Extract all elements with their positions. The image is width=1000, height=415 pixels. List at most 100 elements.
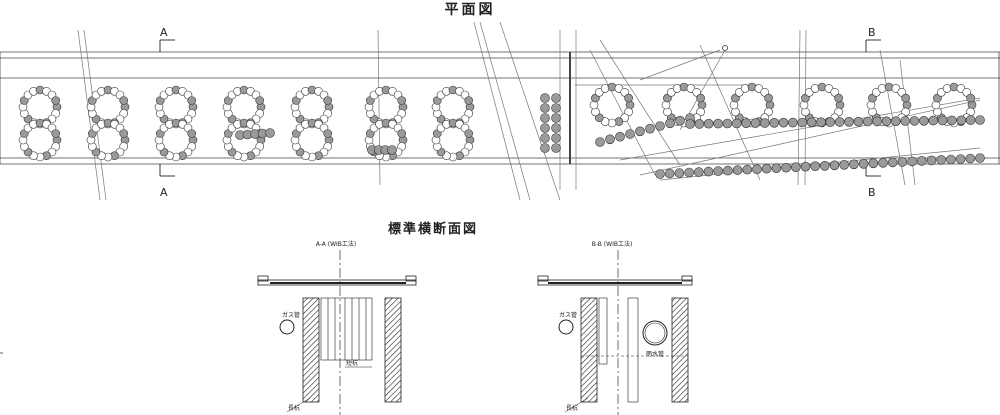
pile-row-lower xyxy=(897,157,908,167)
pile-ring-lower xyxy=(187,129,196,138)
pile-row-lower xyxy=(800,161,811,172)
section-marker-a-top xyxy=(159,39,175,52)
pile-grid xyxy=(551,123,561,133)
soil-wall-right-bb xyxy=(671,297,689,403)
pile-row-horizontal xyxy=(825,117,836,127)
pile-ring-right xyxy=(589,100,599,110)
pile-row-lower xyxy=(878,158,888,168)
plan-title: 平面図 xyxy=(445,2,496,18)
section-title: 標準横断面図 xyxy=(388,221,478,237)
pile-ring-upper xyxy=(323,96,333,105)
pile-row-horizontal xyxy=(722,118,733,129)
grouted-pile-rows xyxy=(235,113,985,179)
pile-row-lower xyxy=(975,153,985,163)
pile-ring-right xyxy=(663,107,672,117)
pile-row-lower xyxy=(907,156,917,167)
pile-grid xyxy=(540,113,550,123)
pile-row-horizontal xyxy=(713,118,723,129)
pile-ring-right xyxy=(810,84,820,93)
pile-ring-right xyxy=(835,100,845,110)
pile-row-lower xyxy=(810,161,821,171)
road-deck-bb xyxy=(537,275,693,286)
pile-row-horizontal xyxy=(788,117,798,128)
pile-ring-right xyxy=(868,107,877,117)
pile-row-horizontal xyxy=(685,119,695,129)
pile-row-diagonal xyxy=(645,123,655,134)
rain-pipe-label-bb: 雨水管 xyxy=(646,350,664,358)
pile-row-lower xyxy=(693,167,704,177)
short-pile-label-aa: 短杭 xyxy=(346,359,358,367)
section-aa-title: A-A (WIB工法) xyxy=(316,240,357,248)
pile-row-horizontal xyxy=(703,118,714,129)
pile-row-horizontal xyxy=(816,117,826,127)
pile-row-horizontal xyxy=(759,118,770,128)
soil-wall-left-aa xyxy=(302,297,320,403)
pile-ring-lower xyxy=(119,129,128,138)
pile-ring-right xyxy=(591,107,600,117)
short-pile-group-aa xyxy=(320,297,373,361)
pile-row-lower xyxy=(771,163,782,173)
pile-ring-right xyxy=(672,84,682,93)
pile-ring-right xyxy=(949,82,959,92)
pile-row-diagonal xyxy=(655,121,665,131)
pile-grid xyxy=(540,103,550,113)
pile-ring-right xyxy=(661,100,671,110)
pile-row-lower xyxy=(926,155,937,166)
pile-ring-right xyxy=(614,117,624,126)
pile-row-horizontal xyxy=(844,117,854,127)
pile-ring-upper xyxy=(51,96,61,105)
pile-row-horizontal xyxy=(750,118,761,128)
pile-ring-right xyxy=(877,84,887,93)
pile-row-diagonal xyxy=(665,118,675,129)
pile-row-lower xyxy=(732,165,743,175)
pile-ring-right xyxy=(866,100,876,110)
pile-ring-right xyxy=(764,93,773,103)
pile-ring-right xyxy=(817,82,827,92)
gas-pipe-label-bb: ガス管 xyxy=(559,311,577,319)
pile-row-lower xyxy=(819,161,830,171)
pile-row-horizontal xyxy=(937,115,948,126)
pile-row-horizontal xyxy=(965,115,976,125)
section-bb-title: B-B (WIB工法) xyxy=(592,240,633,248)
pile-ring-lower xyxy=(323,129,333,138)
pile-ring-right xyxy=(933,107,942,117)
pile-row-lower xyxy=(752,164,762,174)
section-marker-a-bottom xyxy=(159,164,175,177)
section-aa: A-A (WIB工法) ガス管 短杭 長杭 xyxy=(257,240,417,415)
pile-row-horizontal xyxy=(769,118,780,128)
pile-row-lower xyxy=(664,168,675,179)
pile-ring-right xyxy=(967,100,977,110)
pile-row-diagonal xyxy=(595,137,605,147)
pile-grid xyxy=(551,103,561,113)
pile-ring-right xyxy=(625,100,635,110)
pile-row-horizontal xyxy=(928,115,939,126)
pile-row-lower xyxy=(655,169,665,179)
pile-ring-right xyxy=(902,100,912,110)
pile-row-lower xyxy=(674,168,685,178)
pile-row-lower xyxy=(829,160,840,171)
pile-ring-right xyxy=(901,93,910,103)
sheet-pile-bb xyxy=(581,297,688,403)
pile-row-small xyxy=(387,145,397,155)
survey-point-icon xyxy=(722,45,728,51)
road-deck-aa xyxy=(257,275,417,286)
pile-row-horizontal xyxy=(778,117,789,128)
road-outline xyxy=(0,51,1000,165)
pile-row-diagonal xyxy=(605,134,615,145)
section-bb: B-B (WIB工法) ガス管 雨水管 長杭 xyxy=(537,240,693,415)
pile-grid xyxy=(551,133,561,143)
pile-row-lower xyxy=(703,166,714,177)
pile-ring-upper xyxy=(119,96,128,105)
section-label-a-bottom: A xyxy=(160,186,168,199)
pile-ring-right xyxy=(696,93,705,103)
pile-row-diagonal xyxy=(615,131,625,142)
pile-ring-upper xyxy=(397,96,407,105)
pile-ring-lower xyxy=(397,129,407,138)
pile-ring-right xyxy=(966,93,975,103)
pile-grid xyxy=(551,93,561,103)
pile-row-horizontal xyxy=(919,116,929,126)
pile-row-horizontal xyxy=(741,118,751,128)
pile-row-lower xyxy=(723,165,733,176)
pile-row-lower xyxy=(761,163,772,174)
pile-row-lower xyxy=(713,166,724,176)
